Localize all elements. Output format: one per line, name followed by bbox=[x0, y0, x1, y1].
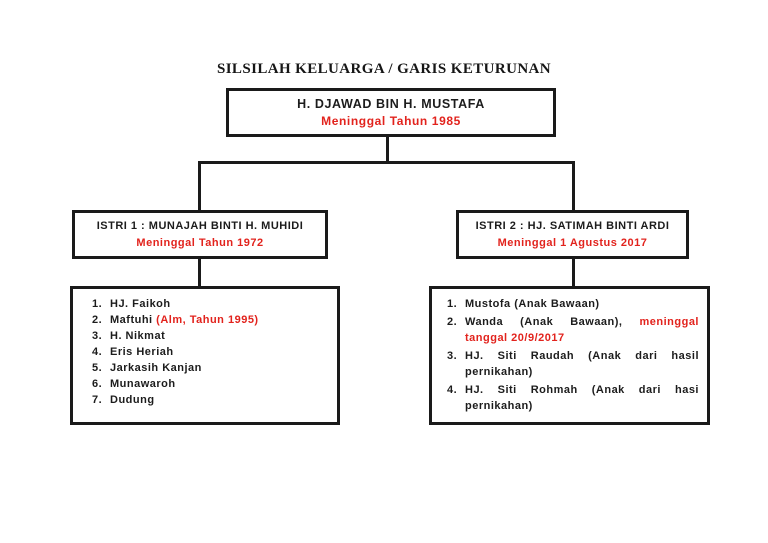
connector-wife1-children bbox=[198, 256, 201, 289]
list-item: 2. Maftuhi (Alm, Tahun 1995) bbox=[92, 312, 329, 328]
list-item-text: HJ. Faikoh bbox=[110, 296, 329, 312]
list-item-number: 2. bbox=[92, 314, 103, 326]
list-item: 7. Dudung bbox=[92, 392, 329, 408]
list-item: 2. Wanda (Anak Bawaan), meninggal tangga… bbox=[447, 314, 699, 346]
list-item-name: HJ. Siti Raudah (Anak dari hasil pernika… bbox=[465, 350, 699, 378]
list-item-number: 7. bbox=[92, 394, 103, 406]
wife1-death-note: Meninggal Tahun 1972 bbox=[136, 236, 264, 249]
list-item: 1. HJ. Faikoh bbox=[92, 296, 329, 312]
root-person-death-note: Meninggal Tahun 1985 bbox=[321, 113, 461, 128]
list-item: 4. Eris Heriah bbox=[92, 344, 329, 360]
list-item-text: Maftuhi (Alm, Tahun 1995) bbox=[110, 312, 329, 328]
wife2-children-box: 1. Mustofa (Anak Bawaan) 2. Wanda (Anak … bbox=[429, 286, 710, 425]
wife1-children-box: 1. HJ. Faikoh 2. Maftuhi (Alm, Tahun 199… bbox=[70, 286, 340, 425]
list-item-text: HJ. Siti Rohmah (Anak dari hasi pernikah… bbox=[465, 382, 699, 414]
wife1-name: ISTRI 1 : MUNAJAH BINTI H. MUHIDI bbox=[96, 219, 304, 232]
list-item-name: H. Nikmat bbox=[110, 330, 166, 342]
list-item-name: Eris Heriah bbox=[110, 346, 174, 358]
list-item-death-note: (Alm, Tahun 1995) bbox=[156, 314, 259, 326]
list-item-text: Jarkasih Kanjan bbox=[110, 360, 329, 376]
list-item-death-note: meninggal tanggal 20/9/2017 bbox=[465, 316, 699, 344]
list-item: 5. Jarkasih Kanjan bbox=[92, 360, 329, 376]
list-item-text: HJ. Siti Raudah (Anak dari hasil pernika… bbox=[465, 348, 699, 380]
list-item-text: Eris Heriah bbox=[110, 344, 329, 360]
connector-horizontal-bar bbox=[198, 161, 575, 164]
connector-drop-right bbox=[572, 161, 575, 213]
list-item-number: 4. bbox=[92, 346, 103, 358]
list-item-number: 1. bbox=[92, 298, 103, 310]
list-item-number: 5. bbox=[92, 362, 103, 374]
list-item-text: H. Nikmat bbox=[110, 328, 329, 344]
connector-drop-left bbox=[198, 161, 201, 213]
connector-trunk bbox=[386, 137, 389, 164]
wife2-death-note: Meninggal 1 Agustus 2017 bbox=[497, 236, 648, 249]
list-item-number: 6. bbox=[92, 378, 103, 390]
list-item-text: Dudung bbox=[110, 392, 329, 408]
list-item-number: 3. bbox=[92, 330, 103, 342]
list-item: 3. HJ. Siti Raudah (Anak dari hasil pern… bbox=[447, 348, 699, 380]
list-item-text: Mustofa (Anak Bawaan) bbox=[465, 296, 699, 312]
list-item-number: 1. bbox=[447, 298, 458, 310]
wife1-box: ISTRI 1 : MUNAJAH BINTI H. MUHIDI Mening… bbox=[72, 210, 328, 259]
wife2-box: ISTRI 2 : HJ. SATIMAH BINTI ARDI Meningg… bbox=[456, 210, 689, 259]
list-item-name: Wanda (Anak Bawaan), bbox=[465, 316, 640, 328]
list-item-name: HJ. Faikoh bbox=[110, 298, 171, 310]
list-item-name: Jarkasih Kanjan bbox=[110, 362, 202, 374]
list-item-name: Maftuhi bbox=[110, 314, 157, 326]
wife2-name: ISTRI 2 : HJ. SATIMAH BINTI ARDI bbox=[475, 219, 670, 232]
list-item-number: 4. bbox=[447, 384, 458, 396]
list-item: 3. H. Nikmat bbox=[92, 328, 329, 344]
list-item: 1. Mustofa (Anak Bawaan) bbox=[447, 296, 699, 312]
list-item-name: Munawaroh bbox=[110, 378, 176, 390]
list-item-name: Dudung bbox=[110, 394, 155, 406]
list-item-number: 3. bbox=[447, 350, 458, 362]
root-person-name: H. DJAWAD BIN H. MUSTAFA bbox=[297, 96, 485, 111]
connector-wife2-children bbox=[572, 256, 575, 289]
list-item-text: Munawaroh bbox=[110, 376, 329, 392]
list-item-text: Wanda (Anak Bawaan), meninggal tanggal 2… bbox=[465, 314, 699, 346]
list-item: 4. HJ. Siti Rohmah (Anak dari hasi perni… bbox=[447, 382, 699, 414]
list-item-number: 2. bbox=[447, 316, 458, 328]
list-item: 6. Munawaroh bbox=[92, 376, 329, 392]
list-item-name: HJ. Siti Rohmah (Anak dari hasi pernikah… bbox=[465, 384, 699, 412]
page-title: SILSILAH KELUARGA / GARIS KETURUNAN bbox=[216, 61, 552, 77]
list-item-name: Mustofa (Anak Bawaan) bbox=[465, 298, 600, 310]
root-person-box: H. DJAWAD BIN H. MUSTAFA Meninggal Tahun… bbox=[226, 88, 556, 137]
